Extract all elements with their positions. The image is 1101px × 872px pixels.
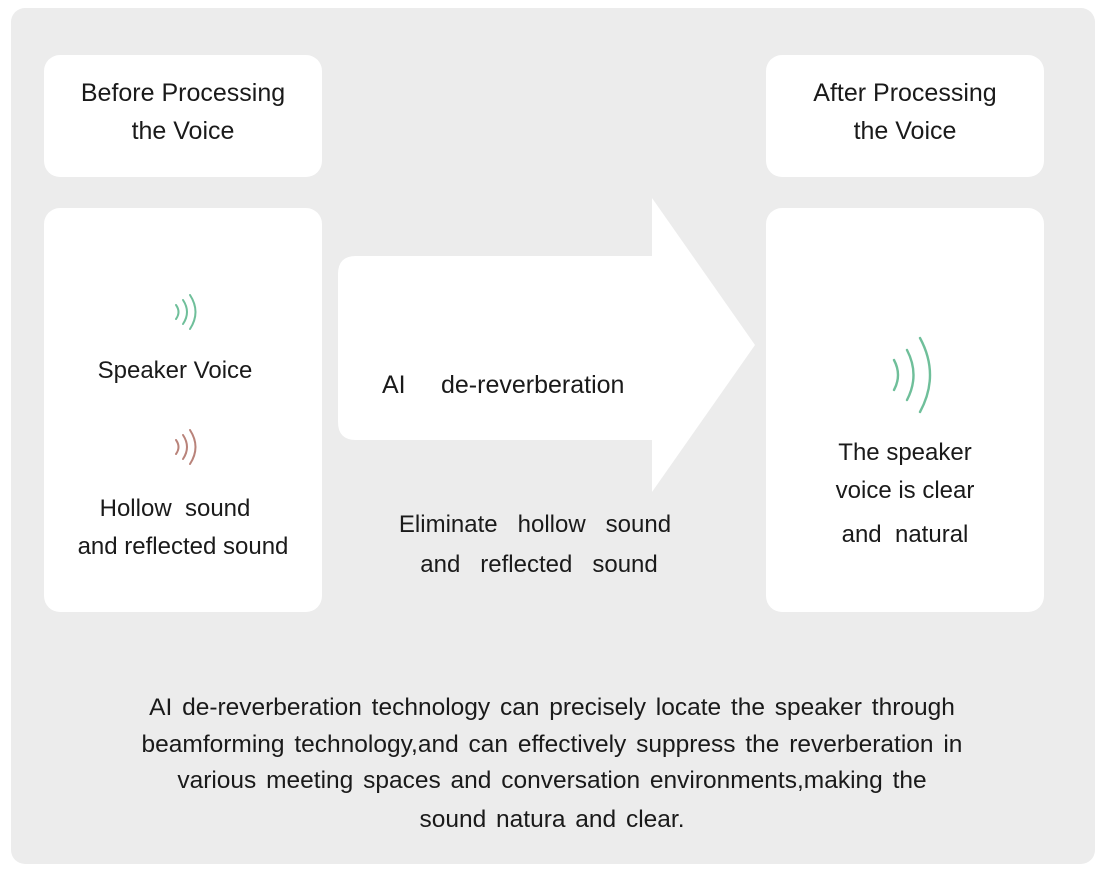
description-text: AI de-reverberation technology can preci… xyxy=(20,690,1084,838)
speaker-voice-label: Speaker Voice xyxy=(97,357,253,384)
after-title-line1: After Processing xyxy=(813,79,997,107)
description-line1: AI de-reverberation technology can preci… xyxy=(149,694,955,721)
after-title-box: After Processing the Voice xyxy=(766,55,1044,177)
process-arrow xyxy=(338,198,755,492)
speaker-wave-icon xyxy=(175,294,197,330)
eliminate-line1: Eliminate hollow sound xyxy=(398,511,672,538)
before-title-box: Before Processing the Voice xyxy=(44,55,322,177)
arrow-label-ai: AI xyxy=(382,371,406,399)
before-content-box xyxy=(44,208,322,612)
clear-voice-wave-icon xyxy=(892,336,932,414)
after-title-line2: the Voice xyxy=(853,117,957,145)
result-line1: The speaker xyxy=(838,439,972,466)
before-title-line2: the Voice xyxy=(131,117,235,145)
hollow-sound-line1: Hollow sound xyxy=(99,495,251,522)
hollow-sound-wave-icon xyxy=(175,429,197,465)
arrow-label-dereverb: de-reverberation xyxy=(441,371,625,399)
eliminate-line2: and reflected sound xyxy=(420,551,658,578)
hollow-sound-line2: and reflected sound xyxy=(77,533,289,560)
before-title-line1: Before Processing xyxy=(80,79,286,107)
description-line4: sound natura and clear. xyxy=(419,805,685,833)
description-line3: various meeting spaces and conversation … xyxy=(177,767,927,794)
result-line2: voice is clear xyxy=(835,477,975,504)
description-line2: beamforming technology,and can effective… xyxy=(141,730,963,758)
result-line3: and natural xyxy=(841,521,969,548)
after-content-box xyxy=(766,208,1044,612)
